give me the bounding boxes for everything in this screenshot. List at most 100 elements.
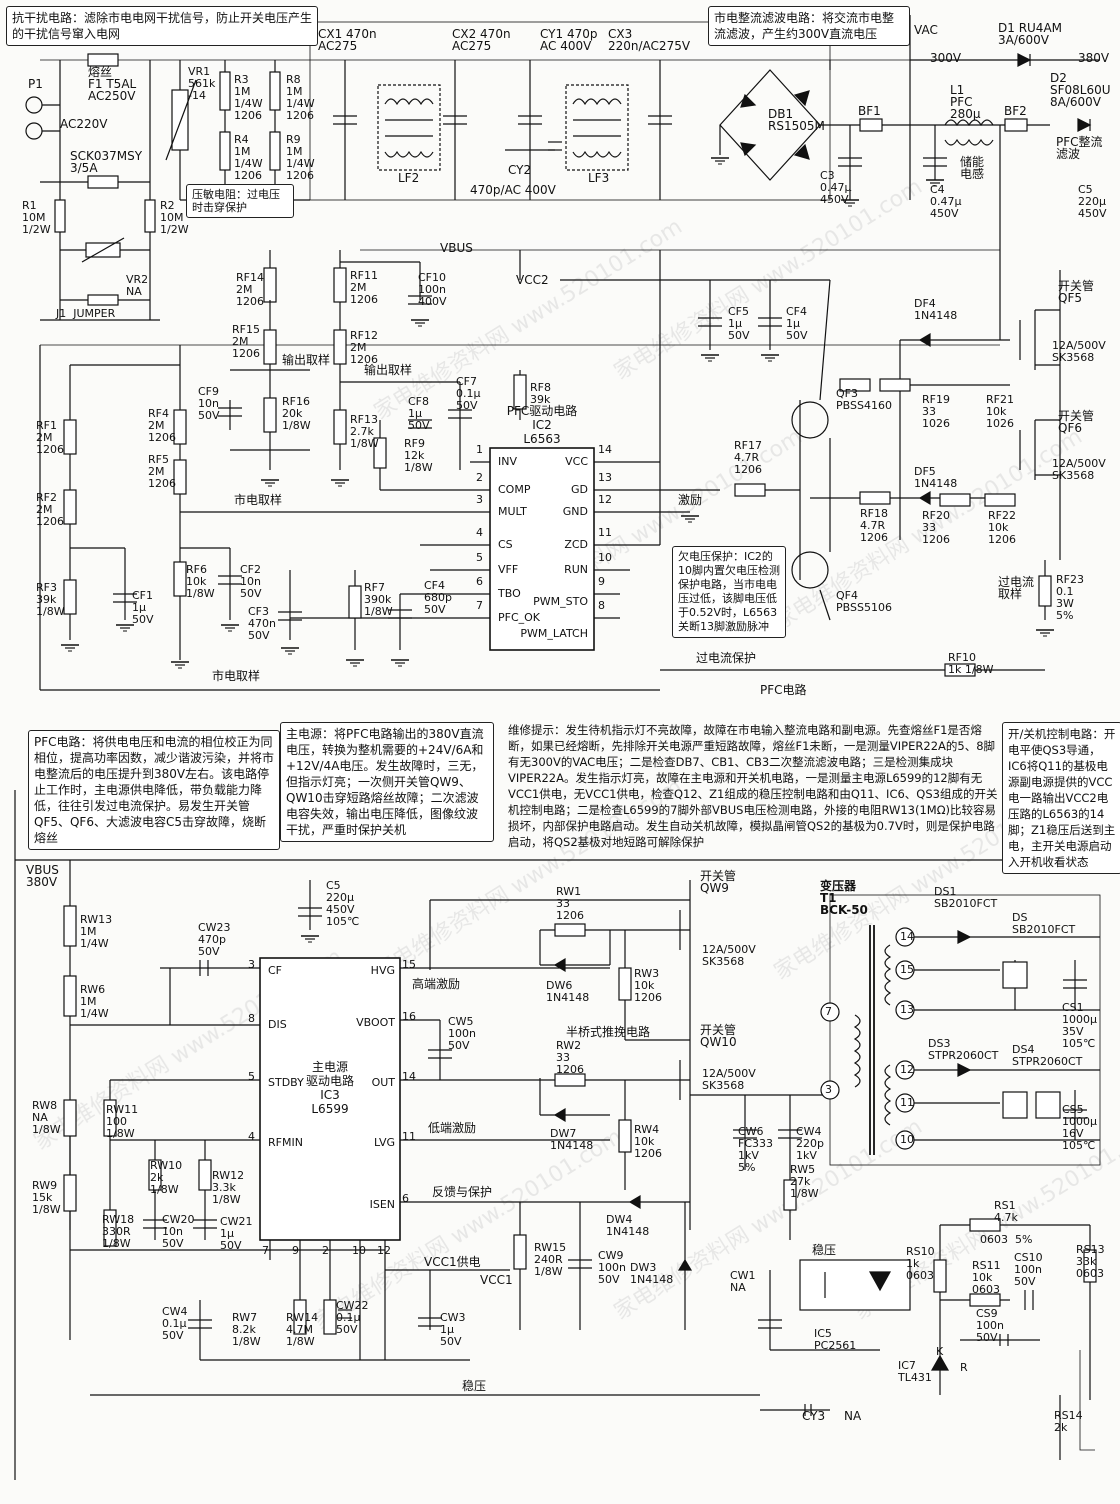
half-bridge-label: 半桥式推挽电路	[566, 1025, 651, 1039]
cy1-label: CY1 470p AC 400V	[540, 27, 598, 53]
rf21-label: RF21 10k 1026	[986, 393, 1014, 430]
ic2-pin-1-name: INV	[498, 455, 517, 468]
ds1-label: DS1 SB2010FCT	[934, 885, 998, 910]
regulation-label: 稳压	[462, 1379, 487, 1393]
rs13-label: RS13 33k 0603	[1076, 1243, 1105, 1280]
vr1-label: VR1 561k -14	[188, 65, 216, 102]
vr2-label: VR2 NA	[126, 273, 149, 298]
r2-label: R2 10M 1/2W	[160, 199, 189, 236]
d1-label: D1 RU4AM 3A/600V	[998, 21, 1063, 47]
emi-filter-note: 抗干扰电路：滤除市电电网干扰信号，防止开关电压产生的干扰信号窜入电网	[6, 6, 318, 46]
rf5-label: RF5 2M 1206	[148, 453, 176, 490]
r8-label: R8 1M 1/4W 1206	[286, 73, 315, 122]
c4-label: C4 0.47μ 450V	[930, 183, 962, 220]
rf7-label: RF7 390k 1/8W	[364, 581, 393, 618]
v380-label: 380V	[1078, 51, 1110, 65]
qf6-value: 12A/500V SK3568	[1052, 457, 1106, 482]
rf23-label: RF23 0.1 3W 5%	[1056, 573, 1084, 622]
transformer-pin-7: 7	[825, 1005, 832, 1018]
output-sample-2: 输出取样	[364, 363, 413, 377]
dw6-label: DW6 1N4148	[546, 979, 590, 1004]
dw3-label: DW3 1N4148	[630, 1261, 674, 1286]
ic2-pin-9-name: PWM_STO	[533, 595, 588, 608]
cf3-label: CF3 470n 50V	[248, 605, 276, 642]
rw3-label: RW3 10k 1206	[634, 967, 662, 1004]
qf3-label: QF3 PBSS4160	[836, 387, 892, 412]
cf4b-label: CF4 1μ 50V	[786, 305, 808, 342]
ic2-pin-5-name: VFF	[498, 563, 519, 576]
rw18-label: RW18 330R 1/8W	[102, 1213, 135, 1250]
rf22-label: RF22 10k 1206	[988, 509, 1016, 546]
high-drive-label: 高端激励	[412, 977, 461, 991]
ic2-pin-2-name: COMP	[498, 483, 531, 496]
sck-label: SCK037MSY 3/5A	[70, 149, 143, 175]
rf14-label: RF14 2M 1206	[236, 271, 264, 308]
tl431-r: R	[960, 1361, 968, 1374]
cf8-label: CF8 1μ 50V	[408, 395, 430, 432]
ds3-label: DS3 STPR2060CT	[928, 1037, 999, 1062]
lf3-label: LF3	[588, 171, 610, 185]
ic2-pin-10-number: 10	[598, 551, 612, 564]
rf20-label: RF20 33 1206	[922, 509, 950, 546]
ic2-pin-12-number: 12	[598, 493, 612, 506]
qf5-label: 开关管 QF5	[1058, 279, 1095, 305]
rf6-label: RF6 10k 1/8W	[186, 563, 215, 600]
vbus-label: VBUS	[440, 241, 473, 255]
rw15-label: RW15 240R 1/8W	[534, 1241, 567, 1278]
cf5-label: CF5 1μ 50V	[728, 305, 750, 342]
ic3-pin-4-number: 4	[248, 1130, 255, 1143]
ic2-title: PFC驱动电路 IC2 L6563	[506, 404, 578, 446]
ic3-pin-15-name: HVG	[370, 964, 395, 977]
ic2-pin-8-number: 8	[598, 599, 605, 612]
rf13-label: RF13 2.7k 1/8W	[350, 413, 379, 450]
onoff-control-note: 开/关机控制电路：开电平使QS3导通，IC6将Q11的基极电源副电源提供的VCC…	[1002, 722, 1120, 874]
ic3-pin-16-name: VBOOT	[356, 1016, 395, 1029]
ic3-pin-14-number: 14	[402, 1070, 416, 1083]
ic3-pin-3-name: CF	[268, 964, 283, 977]
ic2-pin-5-number: 5	[476, 551, 483, 564]
rw1-label: RW1 33 1206	[556, 885, 584, 922]
varistor-note: 压敏电阻：过电压时击穿保护	[186, 184, 294, 218]
cs10-label: CS10 100n 50V	[1014, 1251, 1043, 1288]
l1-label: L1 PFC 280μ	[950, 83, 981, 121]
cw4a-label: CW4 220p 1kV	[796, 1125, 824, 1162]
ic2-pin-3-name: MULT	[498, 505, 527, 518]
rw4-label: RW4 10k 1206	[634, 1123, 662, 1160]
ic3-pin-6-number: 6	[402, 1192, 409, 1205]
pfc-circuit-label: PFC电路	[760, 683, 807, 697]
qw9-label: 开关管 QW9	[700, 869, 737, 895]
mains-sample-1: 市电取样	[234, 493, 283, 507]
cx1-label: CX1 470n AC275	[318, 27, 377, 53]
cw23-label: CW23 470p 50V	[198, 921, 231, 958]
c5b-label: C5 220μ 450V 105℃	[326, 879, 360, 928]
qf4-label: QF4 PBSS5106	[836, 589, 892, 614]
cs5-label: CS5 1000μ 16V 105℃	[1062, 1103, 1097, 1152]
vcc1-label: VCC1	[480, 1273, 513, 1287]
v300-label: 300V	[930, 51, 962, 65]
rs1-value: 0603 5%	[980, 1233, 1033, 1246]
d2-label: D2 SF08L60U 8A/600V	[1050, 71, 1111, 109]
low-drive-label: 低端激励	[428, 1121, 477, 1135]
overcurrent-sample-label: 过电流 取样	[998, 575, 1035, 601]
rw11-label: RW11 100 1/8W	[106, 1103, 139, 1140]
transformer-pin-10: 10	[900, 1133, 914, 1146]
cf4-label: CF4 680p 50V	[424, 579, 452, 616]
rf11-label: RF11 2M 1206	[350, 269, 378, 306]
dw4-label: DW4 1N4148	[606, 1213, 650, 1238]
rf19-label: RF19 33 1026	[922, 393, 950, 430]
ic5-label: IC5 PC2561	[814, 1327, 857, 1352]
ic3-pin-5-name: STDBY	[268, 1076, 304, 1089]
cf2-label: CF2 10n 50V	[240, 563, 262, 600]
cs9-label: CS9 100n 50V	[976, 1307, 1004, 1344]
rw7-label: RW7 8.2k 1/8W	[232, 1311, 261, 1348]
ic3-pin-7-number: 7	[262, 1244, 269, 1257]
rw12-label: RW12 3.3k 1/8W	[212, 1169, 245, 1206]
ic3-pin-11-name: LVG	[374, 1136, 395, 1149]
connector-p1: P1	[28, 77, 43, 91]
ic2-pin-14-name: VCC	[565, 455, 588, 468]
cw20-label: CW20 10n 50V	[162, 1213, 195, 1250]
lf2-label: LF2	[398, 171, 420, 185]
overcurrent-protect-label: 过电流保护	[696, 651, 757, 665]
cy2-value: 470p/AC 400V	[470, 183, 556, 197]
qw10-label: 开关管 QW10	[700, 1023, 737, 1049]
